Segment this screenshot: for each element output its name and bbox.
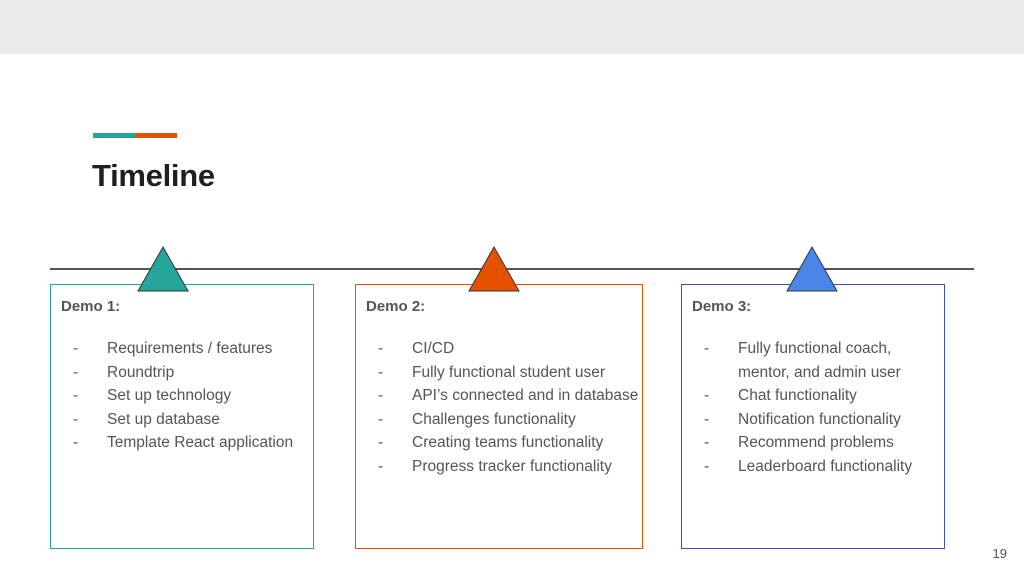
top-band bbox=[0, 0, 1024, 54]
demo-item-text: Challenges functionality bbox=[412, 410, 576, 428]
list-dash: - bbox=[378, 434, 384, 452]
timeline-line bbox=[50, 268, 974, 270]
demo-card-title: Demo 2: bbox=[366, 298, 426, 315]
demo-item-text: Progress tracker functionality bbox=[412, 457, 612, 475]
demo-card-title: Demo 1: bbox=[61, 298, 121, 315]
list-dash: - bbox=[704, 457, 710, 475]
demo-item-text: CI/CD bbox=[412, 340, 455, 357]
list-dash: - bbox=[378, 410, 384, 428]
demo-item-list: - CI/CD - Fully functional student user - API… bbox=[378, 337, 638, 479]
demo-item-list: - Fully functional coach, mentor, and adm… bbox=[704, 337, 944, 479]
demo-list-item: - Leaderboard functionality bbox=[704, 455, 944, 479]
demo-item-text: Set up database bbox=[107, 410, 220, 428]
demo-item-text: Fully functional coach, mentor, and admi… bbox=[738, 340, 901, 381]
list-dash: - bbox=[73, 363, 79, 381]
list-dash: - bbox=[73, 340, 79, 357]
demo-card-2: Demo 2: - CI/CD - Fully functional student … bbox=[355, 284, 643, 549]
page-number: 19 bbox=[992, 546, 1007, 561]
demo-item-text: Roundtrip bbox=[107, 363, 175, 381]
demo-list-item: - Fully functional student user bbox=[378, 361, 638, 385]
demo-item-text: Template React application bbox=[107, 434, 294, 452]
demo-list-item: - API’s connected and in database bbox=[378, 384, 638, 408]
list-dash: - bbox=[704, 340, 710, 357]
demo-card-3: Demo 3: - Fully functional coach, mentor,… bbox=[681, 284, 945, 549]
demo-list-item: - CI/CD bbox=[378, 337, 638, 361]
demo-list-item: - Fully functional coach, mentor, and adm… bbox=[704, 337, 944, 384]
milestone-triangle-icon bbox=[468, 246, 520, 292]
demo-item-text: Notification functionality bbox=[738, 410, 901, 428]
demo-card-1: Demo 1: - Requirements / features - Roundtr… bbox=[50, 284, 314, 549]
demo-list-item: - Requirements / features bbox=[73, 337, 293, 361]
demo-list-item: - Set up database bbox=[73, 408, 293, 432]
list-dash: - bbox=[704, 434, 710, 452]
demo-list-item: - Roundtrip bbox=[73, 361, 293, 385]
demo-list-item: - Challenges functionality bbox=[378, 408, 638, 432]
accent-segment-teal bbox=[93, 133, 135, 138]
milestone-triangle-icon bbox=[786, 246, 838, 292]
list-dash: - bbox=[704, 410, 710, 428]
list-dash: - bbox=[73, 434, 79, 452]
milestone-triangle-icon bbox=[137, 246, 189, 292]
demo-item-list: - Requirements / features - Roundtrip - Set u… bbox=[73, 337, 293, 455]
list-dash: - bbox=[704, 387, 710, 405]
list-dash: - bbox=[73, 410, 79, 428]
title-accent-bar bbox=[93, 133, 177, 138]
demo-list-item: - Template React application bbox=[73, 431, 293, 455]
demo-item-text: Creating teams functionality bbox=[412, 434, 604, 452]
demo-list-item: - Progress tracker functionality bbox=[378, 455, 638, 479]
slide-title: Timeline bbox=[92, 158, 215, 193]
demo-list-item: - Recommend problems bbox=[704, 431, 944, 455]
demo-list-item: - Notification functionality bbox=[704, 408, 944, 432]
list-dash: - bbox=[378, 457, 384, 475]
list-dash: - bbox=[73, 387, 79, 405]
demo-card-title: Demo 3: bbox=[692, 298, 752, 315]
demo-item-text: Requirements / features bbox=[107, 340, 273, 357]
demo-item-text: Set up technology bbox=[107, 387, 232, 405]
demo-list-item: - Chat functionality bbox=[704, 384, 944, 408]
demo-item-text: Fully functional student user bbox=[412, 363, 605, 381]
list-dash: - bbox=[378, 387, 384, 405]
accent-segment-orange bbox=[135, 133, 177, 138]
demo-item-text: Chat functionality bbox=[738, 387, 857, 405]
demo-item-text: Recommend problems bbox=[738, 434, 894, 452]
demo-item-text: API’s connected and in database bbox=[412, 387, 639, 405]
demo-item-text: Leaderboard functionality bbox=[738, 457, 913, 475]
list-dash: - bbox=[378, 363, 384, 381]
demo-list-item: - Set up technology bbox=[73, 384, 293, 408]
list-dash: - bbox=[378, 340, 384, 357]
demo-list-item: - Creating teams functionality bbox=[378, 431, 638, 455]
